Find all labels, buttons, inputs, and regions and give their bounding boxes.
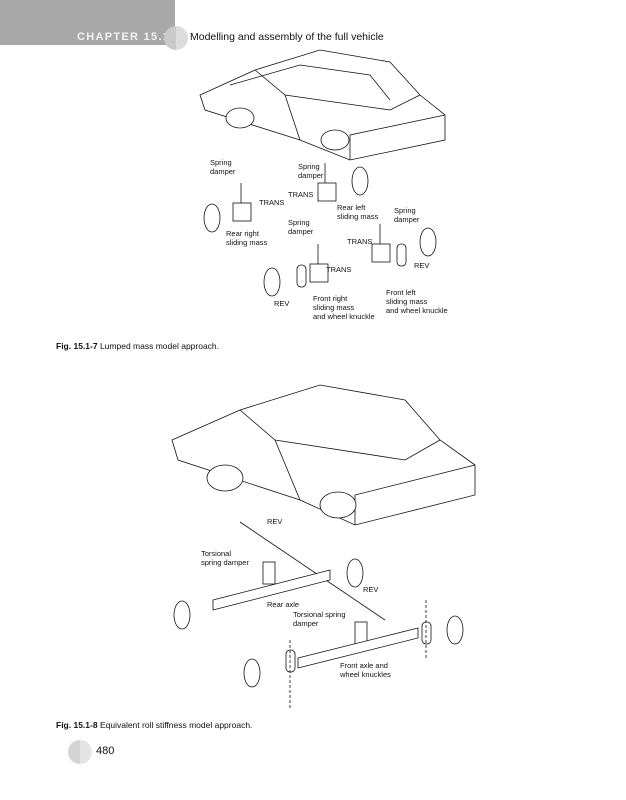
label-spring-damper-rear-right: Spring damper [210, 158, 236, 176]
label-trans-rear-left: TRANS [288, 190, 314, 199]
label-rev-front-left: REV [414, 261, 430, 270]
suspension-components-fig1 [203, 163, 437, 297]
chapter-header-band [0, 0, 175, 45]
page-number: 480 [96, 745, 115, 757]
label-torsional-spring-damper-rear: Torsional spring damper [201, 549, 249, 567]
car-body-fig1 [199, 49, 446, 161]
label-front-right-sliding-mass: Front right sliding mass and wheel knuck… [313, 294, 375, 321]
label-spring-damper-rear-left: Spring damper [298, 162, 324, 180]
label-trans-rear-right: TRANS [259, 198, 285, 207]
label-trans-front-left: TRANS [347, 237, 373, 246]
car-body-fig2 [171, 384, 476, 526]
figure-1-number: Fig. 15.1-7 [56, 341, 98, 351]
label-torsional-spring-damper-front: Torsional spring damper [293, 610, 346, 628]
label-rear-right-sliding-mass: Rear right sliding mass [226, 229, 268, 247]
label-front-left-sliding-mass: Front left sliding mass and wheel knuckl… [386, 288, 448, 315]
chapter-label: CHAPTER 15.1 [77, 31, 171, 43]
label-spring-damper-front-left: Spring damper [394, 206, 420, 224]
figure-2-number: Fig. 15.1-8 [56, 720, 98, 730]
label-rear-axle: Rear axle [267, 600, 300, 609]
figure-2-caption-text: Equivalent roll stiffness model approach… [99, 720, 253, 730]
label-rear-left-sliding-mass: Rear left sliding mass [337, 203, 379, 221]
header-circle-decoration [164, 26, 188, 50]
label-rev-front-right: REV [274, 299, 290, 308]
label-spring-damper-front-right: Spring damper [288, 218, 314, 236]
label-rev-rear: REV [267, 517, 283, 526]
page-number-circle-decoration [68, 740, 92, 764]
label-rev-front: REV [363, 585, 379, 594]
figure-2-caption: Fig. 15.1-8 Equivalent roll stiffness mo… [56, 720, 252, 730]
label-front-axle-wheel-knuckles: Front axle and wheel knuckles [340, 661, 391, 679]
figure-1-caption: Fig. 15.1-7 Lumped mass model approach. [56, 341, 219, 351]
label-trans-front-right: TRANS [326, 265, 352, 274]
chapter-title: Modelling and assembly of the full vehic… [190, 31, 384, 43]
figure-1-caption-text: Lumped mass model approach. [99, 341, 220, 351]
axle-components-fig2 [173, 521, 464, 710]
